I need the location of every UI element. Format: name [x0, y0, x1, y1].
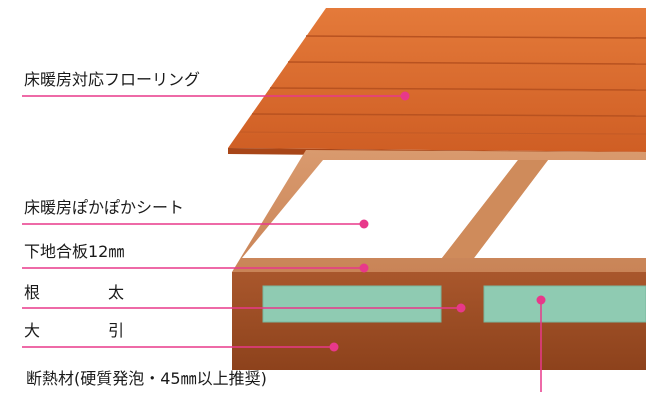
label-insulation: 断熱材(硬質発泡・45㎜以上推奨) — [26, 369, 267, 388]
label-joist-second: 太 — [108, 283, 125, 302]
marker-dots — [329, 91, 546, 352]
insulation-panel-right — [484, 286, 646, 322]
marker-dot-sheet — [359, 219, 369, 229]
marker-dot-flooring — [400, 91, 410, 101]
label-flooring: 床暖房対応フローリング — [24, 70, 201, 89]
label-joist-first: 根 — [24, 283, 41, 302]
label-heating-sheet: 床暖房ぽかぽかシート — [24, 198, 185, 217]
marker-dot-plywood — [359, 263, 369, 273]
leader-lines — [22, 95, 542, 392]
label-beam-first: 大 — [24, 321, 41, 340]
heating-sheet-left — [242, 160, 518, 258]
marker-dot-beam — [329, 342, 339, 352]
insulation-panel-left — [263, 286, 441, 322]
heating-sheet-right — [474, 160, 646, 258]
flooring-board — [228, 8, 646, 158]
label-plywood: 下地合板12㎜ — [24, 242, 125, 261]
joist-beam-block — [232, 272, 646, 370]
marker-dot-joist — [456, 303, 466, 313]
label-beam-second: 引 — [108, 321, 125, 340]
subfloor-frame — [232, 150, 646, 272]
marker-dot-insulation — [536, 295, 546, 305]
